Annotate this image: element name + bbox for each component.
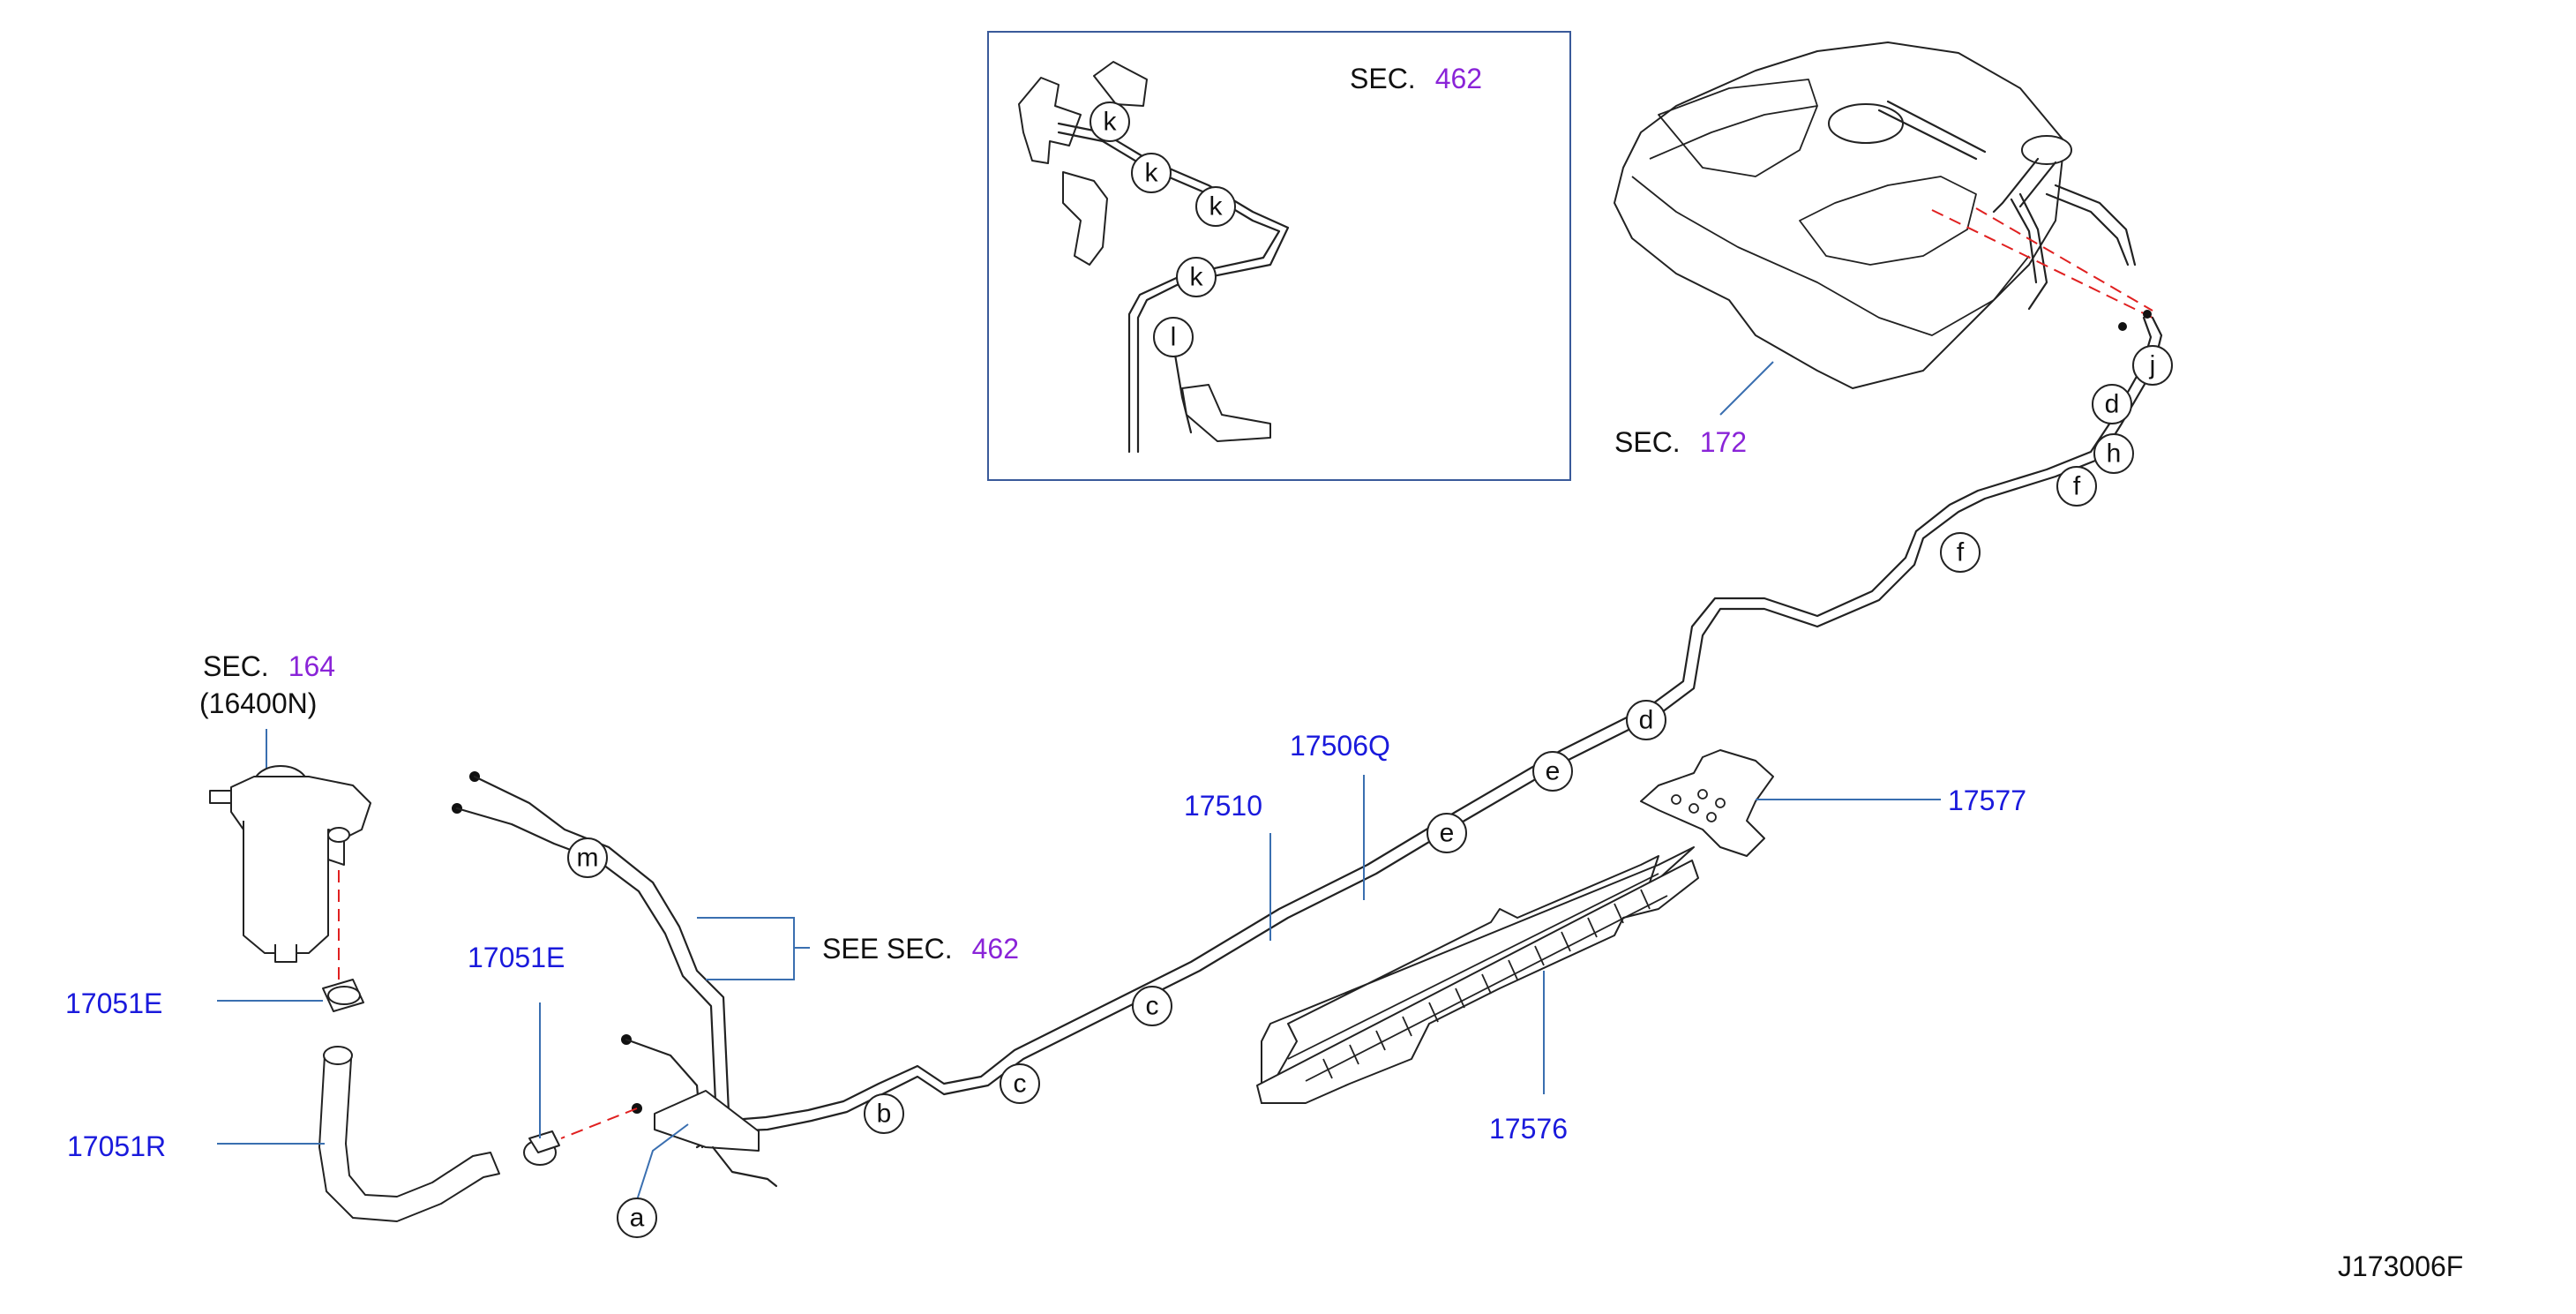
sec-462-label-top[interactable]: SEC.462 [1350,63,1482,94]
callout-k-2 [1131,153,1172,193]
callout-h [2093,433,2134,474]
fuel-pipe-assembly: j d h f f d e e c c b 17506Q 17510 [692,310,2173,1149]
callout-k-4 [1176,257,1217,297]
callout-m [567,837,608,878]
callout-l-label: l [1171,323,1177,352]
callout-j [2132,345,2173,386]
detail-inset: k k k k l SEC.462 [987,31,1571,481]
callout-e-upper-label: e [1546,757,1561,786]
callout-j-label: j [2149,351,2156,380]
sec-172-leader [1719,361,1774,416]
fuel-hose-17051R: 17051R [67,1046,500,1222]
callout-k-3-label: k [1209,192,1224,222]
callout-d-mid-label: d [1639,706,1654,735]
callout-b [864,1093,904,1134]
sec-164-label[interactable]: SEC.164 [203,650,335,682]
engine-side-pipes: m a SEE SEC.462 [452,771,1019,1238]
callout-f-lower-label: f [1957,538,1965,567]
see-sec-bracket [697,917,795,980]
callout-a-leader [636,1123,689,1201]
part-number-17051R[interactable]: 17051R [67,1130,166,1162]
inset-clamp [1181,384,1271,442]
callout-m-label: m [577,844,599,873]
callout-c-upper-label: c [1146,992,1159,1021]
inset-bracket [1018,77,1082,164]
figure-id: J173006F [2338,1250,2463,1282]
callout-f-lower [1940,532,1981,573]
inset-bracket-lower [1062,171,1108,266]
part-number-17576[interactable]: 17576 [1489,1113,1568,1145]
callout-e-lower [1427,813,1467,853]
hose-clamp-left: 17051E [65,979,364,1019]
callout-k-1-label: k [1104,108,1118,137]
fuel-tank: SEC.172 [1614,41,2153,458]
callout-c-lower-label: c [1014,1070,1027,1099]
callout-d-top [2092,384,2132,424]
sec-164-sub-label: (16400N) [199,687,317,719]
callout-f-upper [2056,466,2097,507]
part-number-17506Q[interactable]: 17506Q [1290,730,1390,762]
callout-c-upper [1132,986,1172,1026]
bracket-17577: 17577 [1640,749,2026,857]
callout-d-top-label: d [2105,390,2120,419]
callout-e-upper [1532,751,1573,792]
callout-l [1153,317,1194,357]
protector-ribs [1322,889,1651,1079]
callout-c-lower [1000,1063,1040,1104]
part-number-17577[interactable]: 17577 [1948,785,2026,816]
filler-neck-cap [2021,135,2072,165]
callout-f-upper-label: f [2073,472,2081,501]
callout-k-2-label: k [1145,159,1159,188]
callout-k-3 [1195,186,1236,227]
hose-clamp-middle: 17051E [468,942,565,1166]
pipe-clamp-block [654,1090,760,1152]
part-number-17051E-left[interactable]: 17051E [65,987,162,1019]
callout-b-label: b [877,1100,892,1129]
callout-k-1 [1090,101,1130,142]
see-sec-462-label[interactable]: SEE SEC.462 [822,933,1019,965]
pipe-protector-17576: 17576 [1256,846,1699,1145]
callout-h-label: h [2107,439,2122,469]
callout-d-mid [1626,700,1666,740]
callout-k-4-label: k [1190,263,1204,292]
filter-inlet-port [209,790,232,804]
fuel-filter: SEC.164 (16400N) [199,650,371,981]
callout-e-lower-label: e [1440,819,1455,848]
inset-clip [1093,61,1148,107]
callout-a-label: a [630,1204,645,1233]
sec-172-label[interactable]: SEC.172 [1614,426,1747,458]
part-number-17510[interactable]: 17510 [1184,790,1262,822]
part-number-17051E-middle[interactable]: 17051E [468,942,565,973]
callout-a [617,1198,657,1238]
